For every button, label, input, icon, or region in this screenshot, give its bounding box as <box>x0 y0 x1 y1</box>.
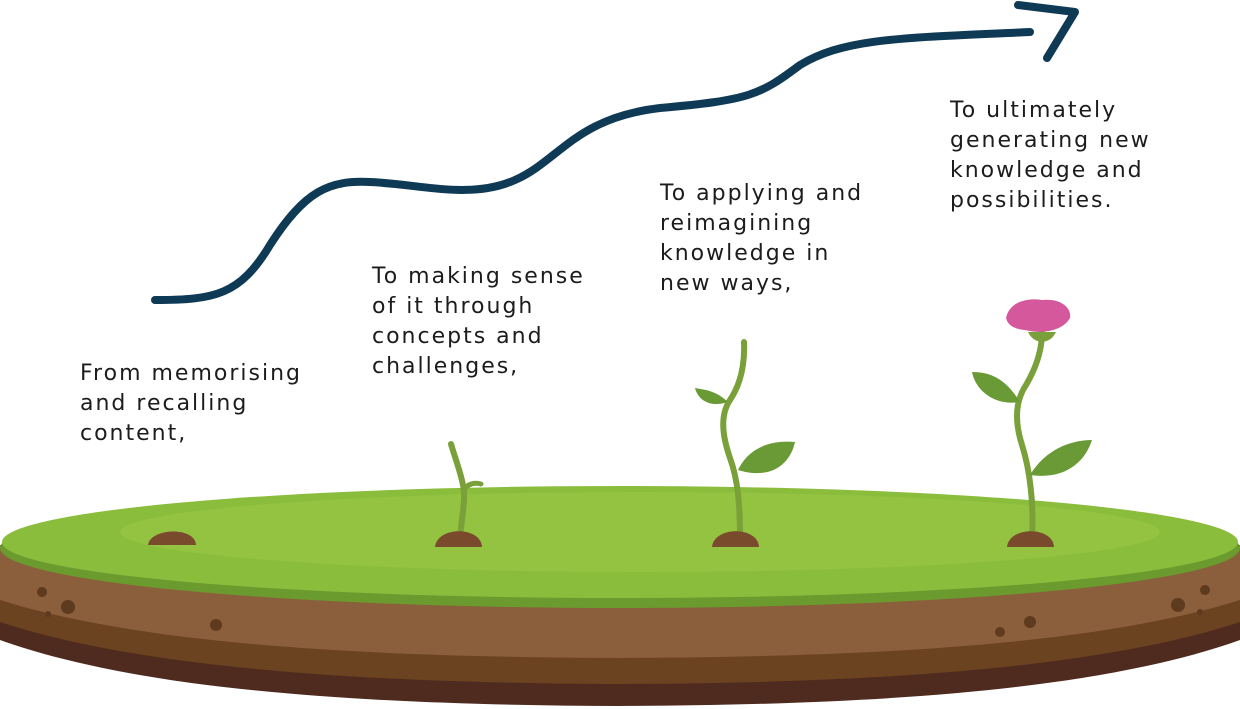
sprout-bud <box>460 480 484 493</box>
caption-line: content, <box>80 421 188 446</box>
stage-2-caption: To making sense of it through concepts a… <box>372 262 585 382</box>
caption-line: new ways, <box>660 271 794 296</box>
caption-line: knowledge and <box>950 158 1144 183</box>
soil-pebble <box>1171 598 1185 612</box>
seedling-stage-icon <box>695 339 795 547</box>
growth-arrow-head <box>1014 1 1079 62</box>
stage-1-caption: From memorising and recalling content, <box>80 359 302 449</box>
grass-highlight <box>120 492 1160 572</box>
soil-pebble <box>1200 585 1210 595</box>
flower-sepal <box>1028 332 1056 342</box>
caption-line: To applying and <box>660 181 864 206</box>
caption-line: From memorising <box>80 361 302 386</box>
caption-line: concepts and <box>372 324 544 349</box>
leaf-icon <box>695 388 728 405</box>
soil-pebble <box>1024 616 1036 628</box>
soil-pebble <box>995 627 1005 637</box>
soil-mound <box>712 531 759 547</box>
sprout-stage-icon <box>435 441 484 547</box>
growth-arrow-curve <box>151 28 1034 304</box>
plant-stem <box>1014 329 1045 541</box>
leaf-icon <box>1030 440 1092 476</box>
caption-line: knowledge in <box>660 241 831 266</box>
caption-line: generating new <box>950 128 1151 153</box>
caption-line: of it through <box>372 294 535 319</box>
caption-line: challenges, <box>372 354 520 379</box>
stage-3-caption: To applying and reimagining knowledge in… <box>660 179 863 299</box>
seedling-stem <box>720 339 748 541</box>
soil-pebble <box>1197 609 1203 615</box>
soil-pebble <box>210 619 222 631</box>
caption-line: reimagining <box>660 211 814 236</box>
seed-stage-icon <box>148 531 196 545</box>
soil-mound <box>148 531 196 545</box>
soil-mound <box>1007 531 1054 547</box>
flower-icon <box>1006 299 1071 332</box>
caption-line: To making sense <box>372 264 585 289</box>
caption-line: possibilities. <box>950 188 1114 213</box>
caption-line: and recalling <box>80 391 249 416</box>
flowering-plant-stage-icon <box>972 299 1092 547</box>
leaf-icon <box>738 441 795 474</box>
soil-pebble <box>61 600 75 614</box>
soil-pebble <box>45 611 51 617</box>
ground-island <box>0 486 1240 706</box>
soil-mound <box>435 531 482 547</box>
caption-line: To ultimately <box>950 98 1118 123</box>
stage-4-caption: To ultimately generating new knowledge a… <box>950 96 1151 216</box>
soil-pebble <box>37 587 47 597</box>
leaf-icon <box>972 372 1020 403</box>
sprout-stem <box>448 441 468 541</box>
